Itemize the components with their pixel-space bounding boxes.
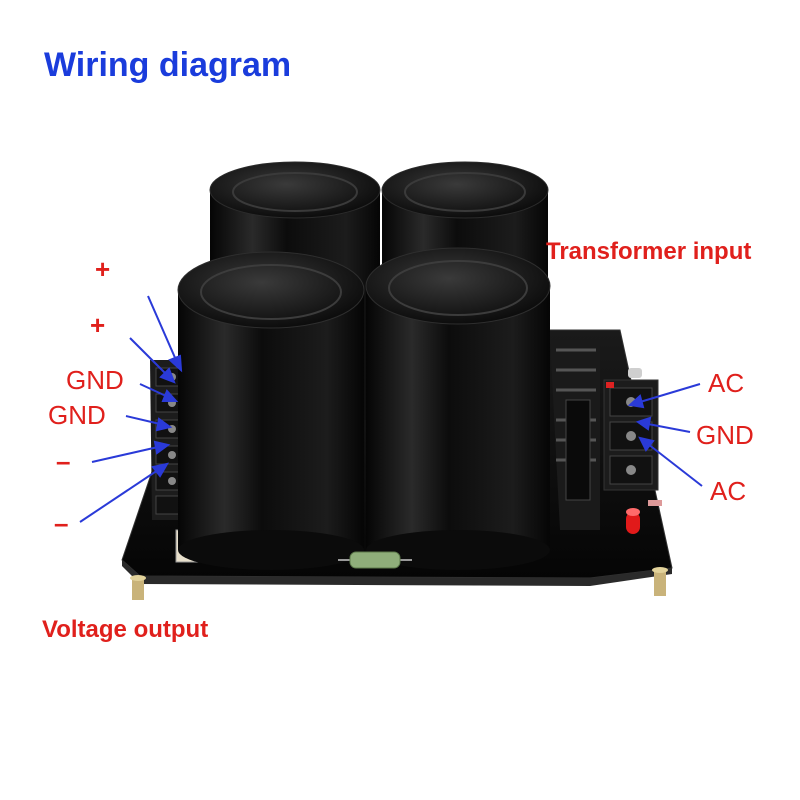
- resistor: [338, 551, 412, 569]
- standoff-left: [130, 575, 146, 600]
- arrow-gnd-1: [139, 383, 179, 402]
- diagram-title: Wiring diagram: [44, 46, 292, 84]
- transformer-input-heading: Transformer input: [546, 238, 752, 265]
- arrow-plus-2: [129, 337, 176, 384]
- output-label-plus-2: +: [90, 310, 106, 340]
- output-label-minus-1: –: [56, 446, 71, 476]
- output-label-gnd-2: GND: [48, 400, 106, 430]
- led-indicator: [626, 508, 640, 534]
- input-label-gnd: GND: [696, 420, 754, 450]
- input-arrows: [627, 383, 703, 487]
- arrow-gnd-in: [635, 416, 691, 433]
- arrow-minus-2: [79, 462, 170, 523]
- input-label-ac-2: AC: [710, 476, 747, 506]
- arrow-minus-1: [91, 440, 171, 463]
- small-red-component: [606, 382, 614, 388]
- resistor-small: [628, 368, 642, 378]
- capacitor-front-left: [177, 251, 365, 570]
- output-arrows: [79, 295, 183, 523]
- arrow-ac-1: [627, 383, 701, 409]
- output-label-plus-1: +: [95, 254, 111, 284]
- standoff-right: [652, 567, 668, 596]
- output-label-gnd-1: GND: [66, 365, 124, 395]
- rectifier-heatsink: [550, 340, 600, 530]
- input-terminal-block: [603, 379, 659, 491]
- output-label-minus-2: –: [54, 508, 69, 538]
- arrow-ac-2: [638, 436, 703, 487]
- voltage-output-heading: Voltage output: [42, 616, 209, 643]
- input-label-ac-1: AC: [708, 368, 745, 398]
- capacitor-front-right: [365, 247, 551, 570]
- arrow-gnd-2: [125, 415, 173, 432]
- arrow-plus-1: [147, 295, 183, 373]
- diode: [648, 500, 662, 506]
- pcb-edge: [122, 560, 672, 586]
